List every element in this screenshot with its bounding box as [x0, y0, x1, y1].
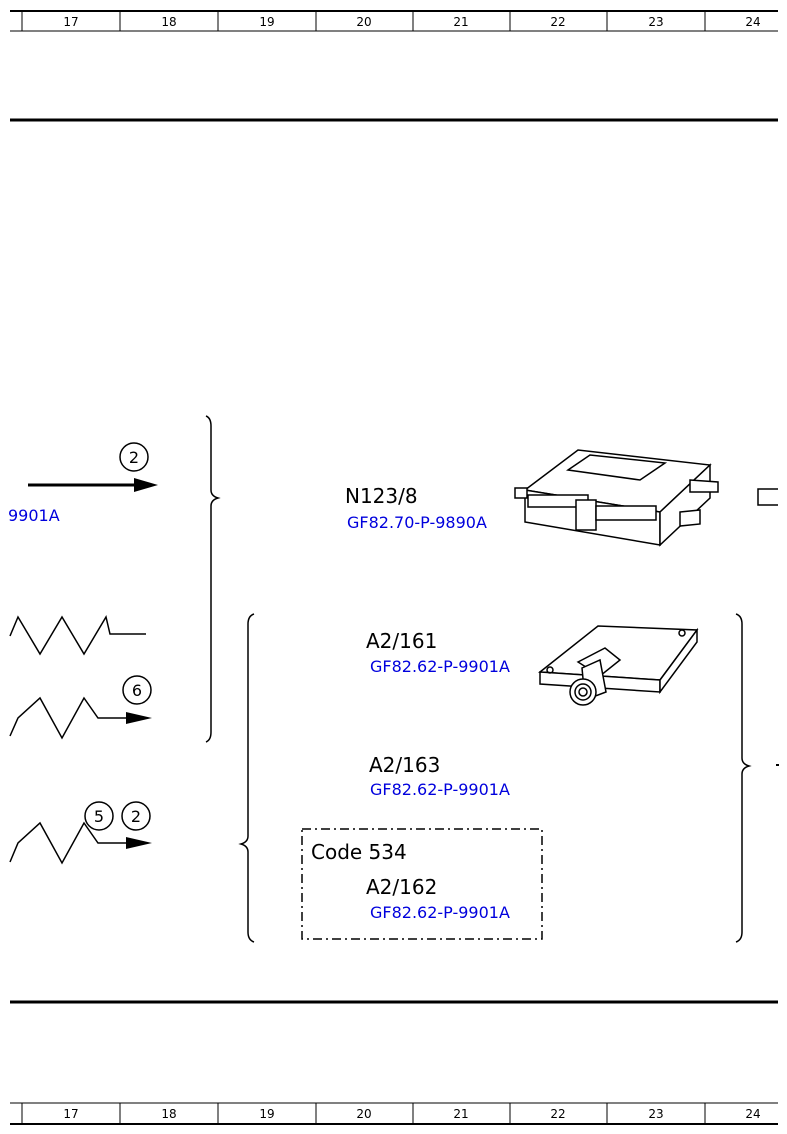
connector-circle-2b	[121, 801, 151, 831]
ruler-bottom-col-24: 24	[745, 1107, 760, 1121]
brace-a2-group-right	[735, 613, 752, 943]
ruler-bottom-col-23: 23	[648, 1107, 663, 1121]
ruler-top-col-24: 24	[745, 15, 760, 29]
n123-label: N123/8	[345, 484, 418, 508]
a2-161-ref-link[interactable]: GF82.62-P-9901A	[370, 657, 510, 676]
top-ruler: 17 18 19 20 21 22 23 24	[10, 10, 778, 32]
connector-label-2a: 2	[129, 448, 139, 467]
brace-a2-group-left	[238, 613, 255, 943]
component-a2-161: A2/161 GF82.62-P-9901A	[366, 629, 510, 676]
a2-162-label: A2/162	[366, 875, 437, 899]
connector-label-5: 5	[94, 807, 104, 826]
a2-163-ref-link[interactable]: GF82.62-P-9901A	[370, 780, 510, 799]
connector-circle-5	[84, 801, 114, 831]
connector-label-2b: 2	[131, 807, 141, 826]
connector-label-6: 6	[132, 681, 142, 700]
ruler-top-col-23: 23	[648, 15, 663, 29]
ruler-top-col-20: 20	[356, 15, 371, 29]
ruler-bottom-col-18: 18	[161, 1107, 176, 1121]
ruler-bottom-col-21: 21	[453, 1107, 468, 1121]
ruler-top-col-22: 22	[550, 15, 565, 29]
ruler-top-col-19: 19	[259, 15, 274, 29]
partial-component-right	[757, 488, 778, 506]
ruler-bottom-col-20: 20	[356, 1107, 371, 1121]
brace-left-group	[205, 415, 221, 743]
a2-163-label: A2/163	[369, 753, 440, 777]
connector-circle-6	[122, 675, 152, 705]
left-wires: 2 9901A 6 5 2	[8, 442, 158, 865]
connector-circle-2a	[119, 442, 149, 472]
component-a2-162: A2/162 GF82.62-P-9901A	[366, 875, 510, 922]
code-534-box	[301, 828, 543, 940]
ruler-bottom-col-17: 17	[63, 1107, 78, 1121]
bottom-ruler: 17 18 19 20 21 22 23 24	[10, 1102, 778, 1125]
a2-162-ref-link[interactable]: GF82.62-P-9901A	[370, 903, 510, 922]
ruler-top-col-18: 18	[161, 15, 176, 29]
ruler-top-col-21: 21	[453, 15, 468, 29]
component-n123-8: N123/8 GF82.70-P-9890A	[345, 484, 487, 532]
component-a2-163: A2/163 GF82.62-P-9901A	[369, 753, 510, 799]
ruler-bottom-col-19: 19	[259, 1107, 274, 1121]
antenna-module-icon	[538, 625, 699, 706]
control-unit-icon	[514, 449, 719, 547]
code-534-label: Code 534	[311, 840, 407, 864]
left-ref-link[interactable]: 9901A	[8, 506, 60, 525]
ruler-top-col-17: 17	[63, 15, 78, 29]
n123-ref-link[interactable]: GF82.70-P-9890A	[347, 513, 487, 532]
ruler-bottom-col-22: 22	[550, 1107, 565, 1121]
a2-161-label: A2/161	[366, 629, 437, 653]
